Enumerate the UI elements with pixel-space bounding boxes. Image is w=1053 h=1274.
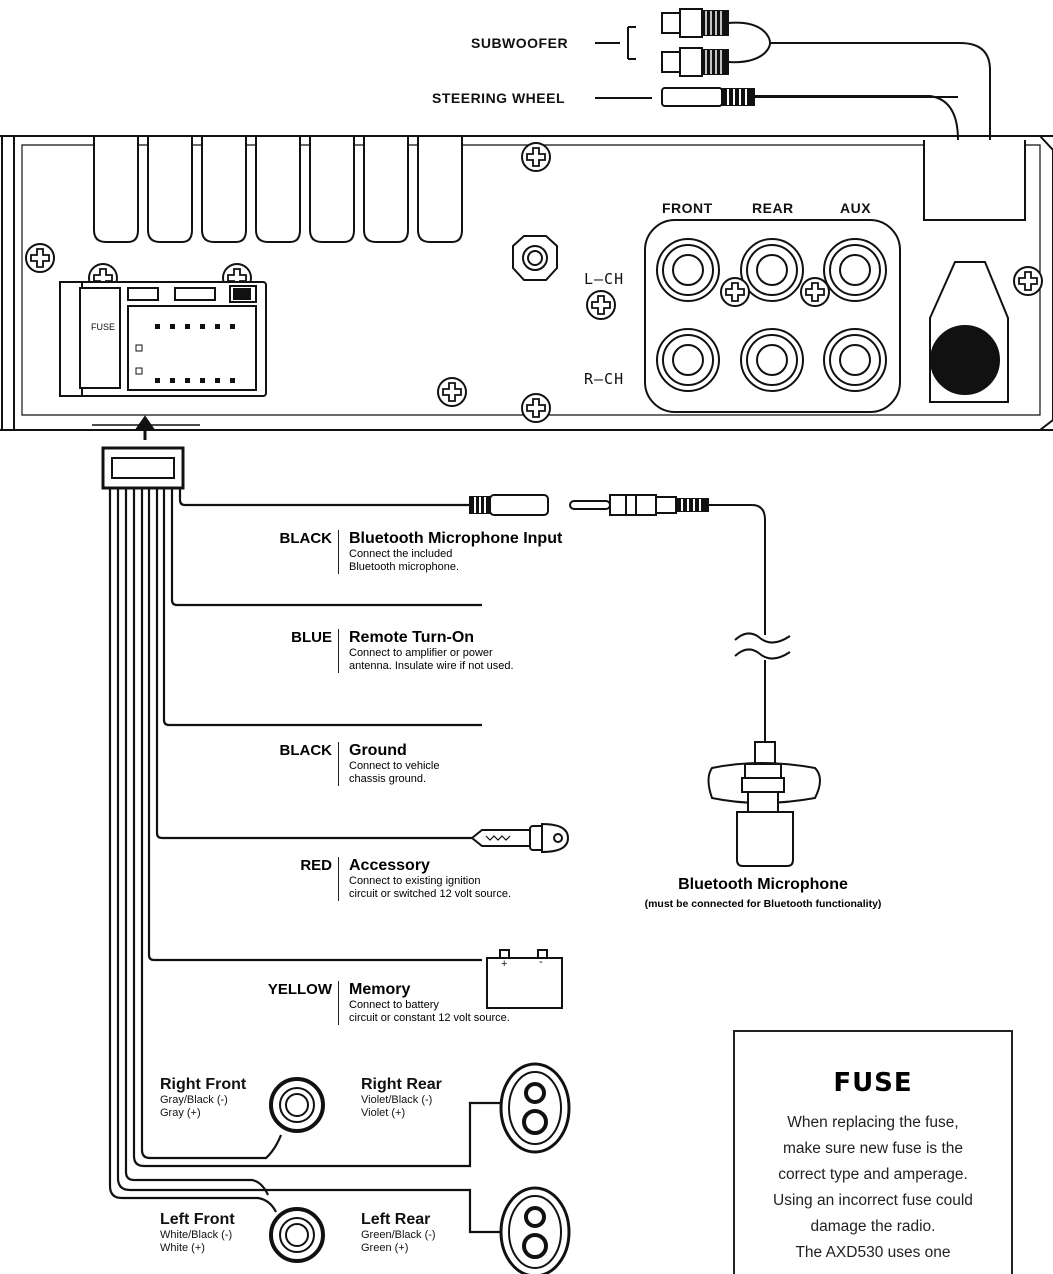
wire-color-bt-mic: BLACK [279,530,333,547]
wire-title-ground: Ground [349,742,407,759]
speaker-label-left-front: Left Front White/Black (-) White (+) [160,1211,235,1255]
subwoofer-plug-top [661,8,729,38]
wire-desc-accessory-1: Connect to existing ignition [349,875,481,887]
left-front-pos: White (+) [160,1242,205,1254]
battery [486,949,563,1009]
rear-bracket [923,140,1026,403]
left-front-neg: White/Black (-) [160,1229,233,1241]
fuse-body: When replacing the fuse, make sure new f… [735,1110,1011,1266]
wire-title-memory: Memory [349,981,411,998]
wire-info-accessory: Accessory Connect to existing ignition c… [338,857,511,901]
bt-mic-title: Bluetooth Microphone [678,876,848,893]
steering-wheel-plug [595,87,958,107]
battery-plus: + [501,958,508,970]
wire-desc-remote-2: antenna. Insulate wire if not used. [349,660,514,672]
aux-label: AUX [840,200,872,216]
speaker-left-front [269,1207,325,1263]
speaker-left-rear [499,1186,571,1274]
wire-desc-bt-mic-1: Connect the included [349,548,453,560]
left-rear-neg: Green/Black (-) [361,1229,436,1241]
speaker-label-right-front: Right Front Gray/Black (-) Gray (+) [160,1076,246,1120]
speaker-label-right-rear: Right Rear Violet/Black (-) Violet (+) [361,1076,442,1120]
wire-title-bt-mic: Bluetooth Microphone Input [349,530,563,547]
harness-plug [92,415,200,490]
wire-desc-ground-2: chassis ground. [349,773,427,785]
fuse-line: damage the radio. [810,1218,936,1235]
heat-sink-fins [93,137,463,243]
battery-minus: - [539,956,543,968]
antenna-jack [512,235,558,281]
wire-desc-remote-1: Connect to amplifier or power [349,647,493,659]
wire-info-remote: Remote Turn-On Connect to amplifier or p… [338,629,514,673]
speaker-right-front [269,1077,325,1133]
front-label: FRONT [662,200,713,216]
left-front-title: Left Front [160,1211,235,1228]
rca-output-panel [644,219,901,413]
right-rear-title: Right Rear [361,1076,442,1093]
wire-color-remote: BLUE [291,629,332,646]
fuse-line: Using an incorrect fuse could [773,1192,973,1209]
right-channel-label: R—CH [584,370,625,388]
head-unit-chassis [0,135,1053,431]
wire-info-memory: Memory Connect to battery circuit or con… [338,981,510,1025]
speaker-label-left-rear: Left Rear Green/Black (-) Green (+) [361,1211,436,1255]
bt-mic-jack [469,494,549,516]
left-rear-pos: Green (+) [361,1242,409,1254]
right-front-title: Right Front [160,1076,247,1093]
bt-mic-subtitle: (must be connected for Bluetooth functio… [644,898,882,910]
wire-info-bt-mic: Bluetooth Microphone Input Connect the i… [338,530,562,574]
rear-label: REAR [752,200,794,216]
wire-desc-bt-mic-2: Bluetooth microphone. [349,561,460,573]
wiring-harness-socket [59,281,267,397]
bt-mic-plug [569,494,791,745]
fuse-line: make sure new fuse is the [782,1140,964,1157]
speaker-right-rear [499,1062,571,1154]
wire-color-memory: YELLOW [267,981,332,998]
wire-desc-accessory-2: circuit or switched 12 volt source. [349,888,512,900]
wire-desc-memory-2: circuit or constant 12 volt source. [349,1012,510,1024]
harness-fuse-label: FUSE [91,322,116,332]
right-rear-pos: Violet (+) [361,1107,406,1119]
fuse-line: When replacing the fuse, [787,1114,959,1131]
right-rear-neg: Violet/Black (-) [361,1094,433,1106]
wire-title-accessory: Accessory [349,857,430,874]
left-channel-label: L—CH [584,270,625,288]
wire-desc-memory-1: Connect to battery [349,999,439,1011]
fuse-line: The AXD530 uses one [795,1244,951,1261]
bluetooth-microphone-drawing [707,741,821,867]
subwoofer-plug-bottom [661,47,729,77]
right-front-pos: Gray (+) [160,1107,201,1119]
fuse-info-box: FUSE When replacing the fuse, make sure … [733,1030,1013,1274]
fuse-line: correct type and amperage. [778,1166,968,1183]
right-front-neg: Gray/Black (-) [160,1094,228,1106]
steering-wheel-label: STEERING WHEEL [432,90,566,106]
fuse-title: FUSE [833,1068,913,1098]
ignition-key [470,822,570,854]
wire-color-ground: BLACK [279,742,333,759]
wire-color-accessory: RED [300,857,332,874]
harness-pins [135,324,235,383]
wire-title-remote: Remote Turn-On [349,629,475,646]
wire-desc-ground-1: Connect to vehicle [349,760,440,772]
subwoofer-label: SUBWOOFER [471,35,569,51]
wire-info-ground: Ground Connect to vehicle chassis ground… [338,742,440,786]
left-rear-title: Left Rear [361,1211,431,1228]
harness-wires [108,488,505,1234]
